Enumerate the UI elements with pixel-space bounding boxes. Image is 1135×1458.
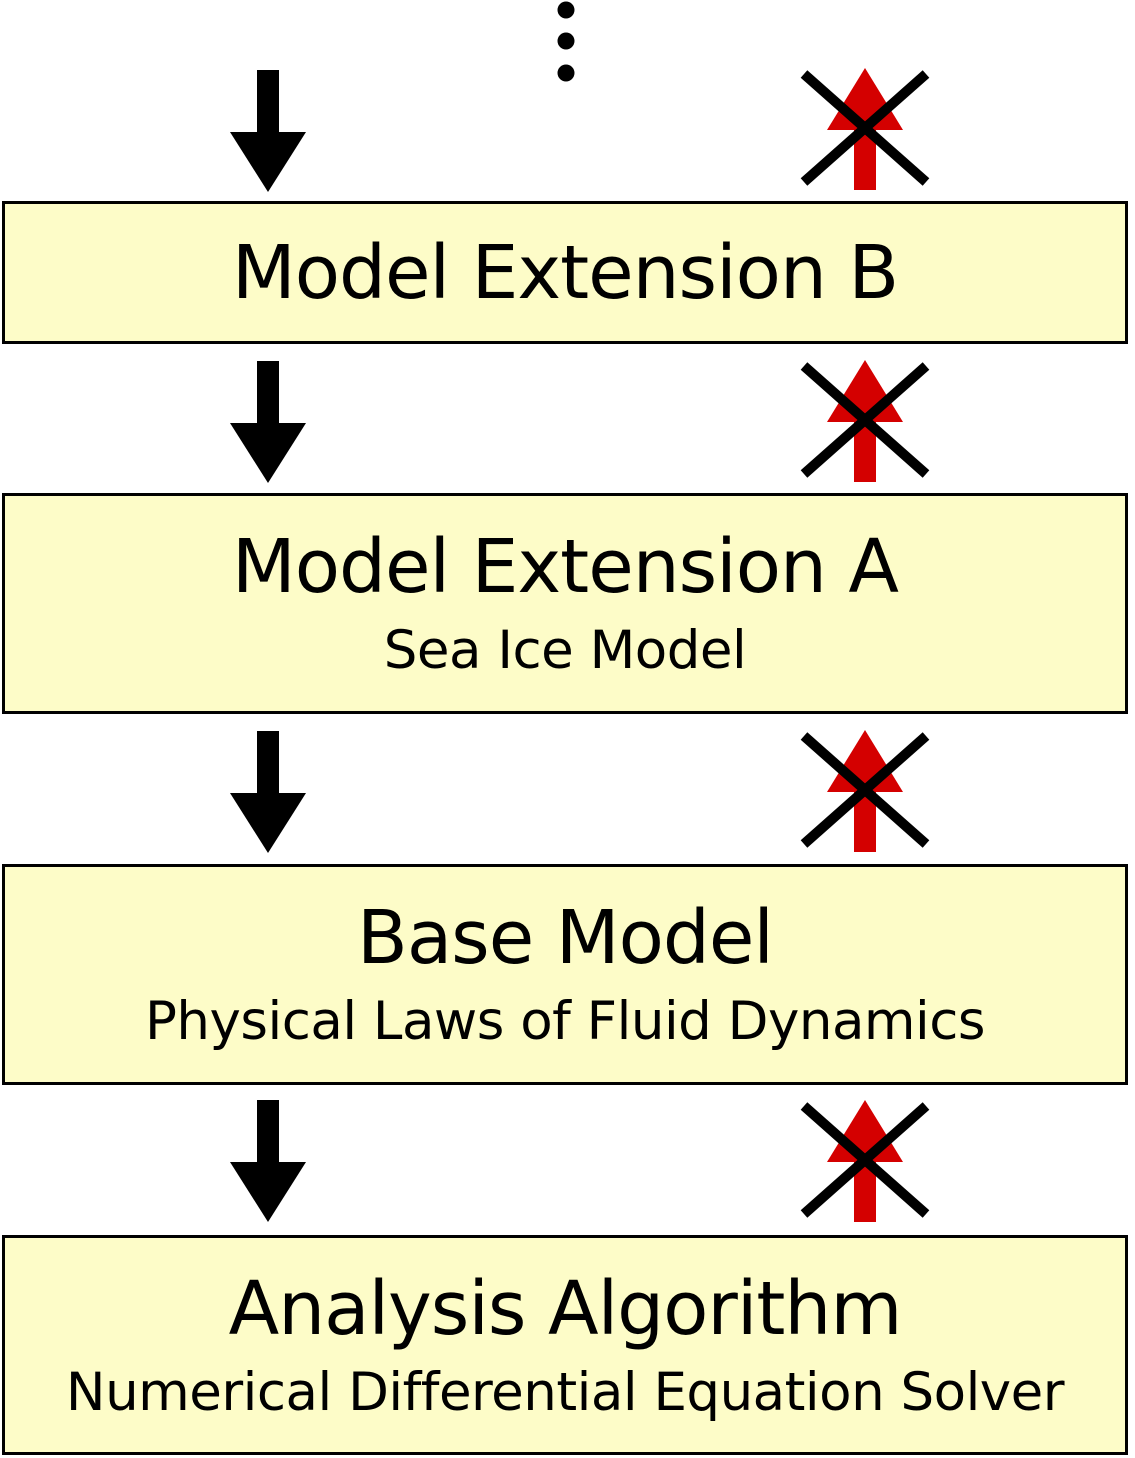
down-arrow-icon [228, 70, 308, 192]
down-arrow-icon [228, 1100, 308, 1222]
layer-subtitle: Numerical Differential Equation Solver [65, 1361, 1065, 1423]
crossed-up-arrow-icon [798, 1098, 934, 1222]
analysis-algorithm-box: Analysis Algorithm Numerical Differentia… [2, 1235, 1128, 1455]
down-arrow-icon [228, 361, 308, 483]
layer-title: Analysis Algorithm [228, 1265, 903, 1352]
crossed-up-arrow-icon [798, 728, 934, 852]
crossed-up-arrow-icon [798, 358, 934, 482]
layer-title: Base Model [357, 895, 774, 981]
layer-subtitle: Physical Laws of Fluid Dynamics [144, 991, 986, 1052]
down-arrow-icon [228, 731, 308, 853]
layer-title: Model Extension B [231, 229, 899, 316]
model-extension-b-box: Model Extension B [2, 201, 1128, 344]
crossed-up-arrow-icon [798, 66, 934, 190]
layer-subtitle: Sea Ice Model [383, 620, 747, 681]
base-model-box: Base Model Physical Laws of Fluid Dynami… [2, 864, 1128, 1085]
model-extension-a-box: Model Extension A Sea Ice Model [2, 493, 1128, 714]
vertical-ellipsis-icon [552, 0, 582, 85]
layer-title: Model Extension A [231, 524, 899, 610]
